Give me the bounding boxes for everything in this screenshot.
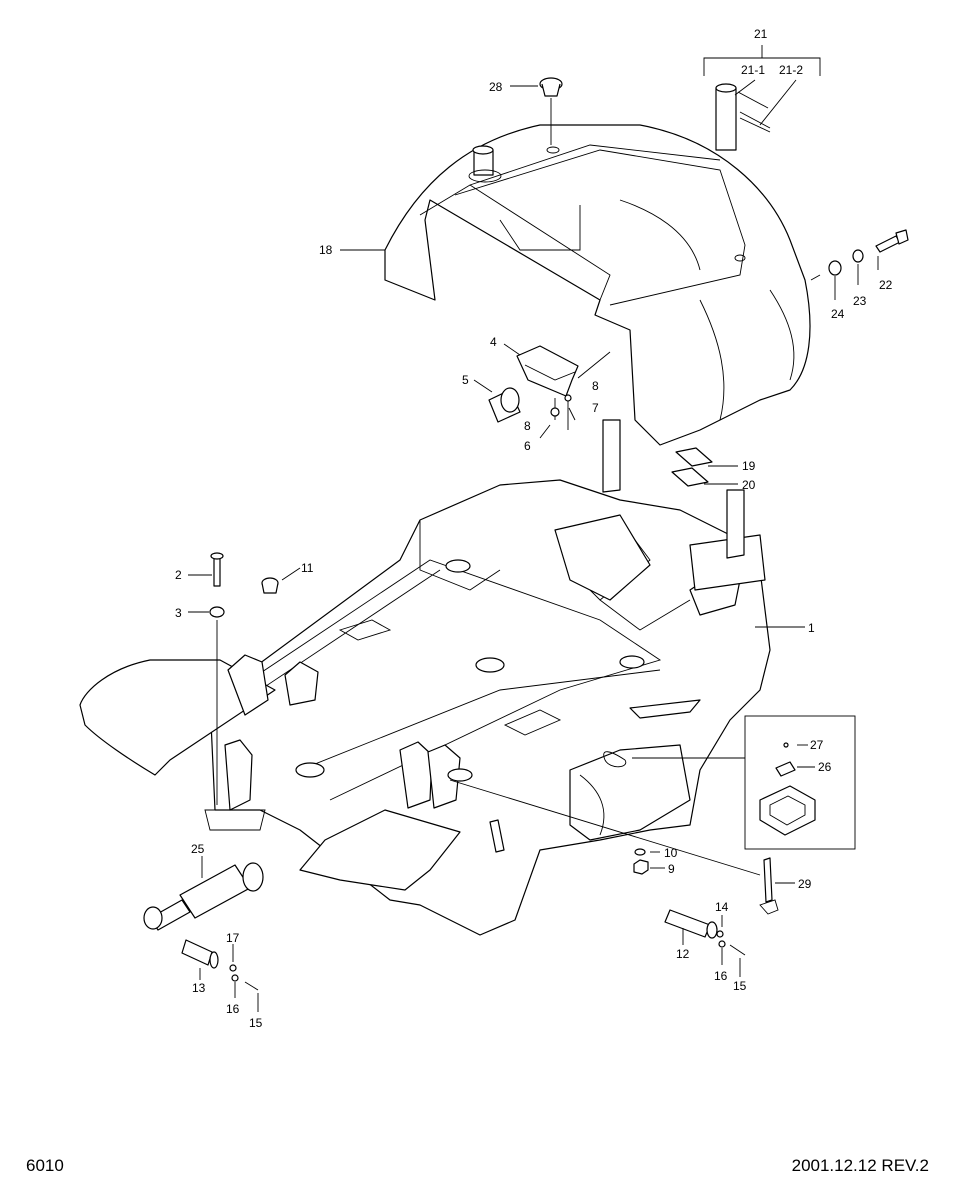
callout-17: 17 <box>226 931 240 945</box>
nut-washer <box>633 848 649 875</box>
revision-date: 2001.12.12 REV.2 <box>791 1156 929 1175</box>
callout-29: 29 <box>798 877 812 891</box>
callout-22: 22 <box>879 278 893 292</box>
callout-26: 26 <box>818 760 832 774</box>
counterweight <box>384 124 811 446</box>
bolt-washers <box>828 229 909 276</box>
plug-top <box>539 77 563 97</box>
frame-hardware <box>209 552 279 618</box>
cylinder-assembly <box>143 862 264 991</box>
callout-27: 27 <box>810 738 824 752</box>
callout-4: 4 <box>490 335 497 349</box>
callout-1: 1 <box>808 621 815 635</box>
leader-lines <box>188 45 879 1012</box>
callout-10: 10 <box>664 846 678 860</box>
callout-12: 12 <box>676 947 690 961</box>
right-pin <box>664 909 746 956</box>
callout-20: 20 <box>742 478 756 492</box>
pin-assembly <box>715 83 771 151</box>
bracket-and-bushing <box>488 345 579 430</box>
callout-16-b: 16 <box>714 969 728 983</box>
callout-9: 9 <box>668 862 675 876</box>
callout-25: 25 <box>191 842 205 856</box>
rod-29 <box>759 857 779 915</box>
detail-box <box>744 715 856 850</box>
callout-14: 14 <box>715 900 729 914</box>
callout-21: 21 <box>754 27 768 41</box>
callout-8-a: 8 <box>592 379 599 393</box>
callout-7: 7 <box>592 401 599 415</box>
callout-5: 5 <box>462 373 469 387</box>
callout-labels: 21 21-1 21-2 28 18 22 23 24 4 5 8 7 8 6 … <box>175 27 893 1030</box>
callout-13: 13 <box>192 981 206 995</box>
callout-15-b: 15 <box>733 979 747 993</box>
callout-18: 18 <box>319 243 333 257</box>
callout-15-a: 15 <box>249 1016 263 1030</box>
callout-11: 11 <box>301 561 314 575</box>
shim-plates <box>671 447 713 487</box>
callout-3: 3 <box>175 606 182 620</box>
callout-19: 19 <box>742 459 756 473</box>
callout-28: 28 <box>489 80 503 94</box>
main-frame <box>79 419 771 936</box>
callout-23: 23 <box>853 294 867 308</box>
sheet-number: 6010 <box>26 1156 64 1175</box>
callout-21-1: 21-1 <box>741 63 765 77</box>
callout-24: 24 <box>831 307 845 321</box>
callout-21-2: 21-2 <box>779 63 803 77</box>
callout-6: 6 <box>524 439 531 453</box>
callout-8-b: 8 <box>524 419 531 433</box>
callout-2: 2 <box>175 568 182 582</box>
callout-16-a: 16 <box>226 1002 240 1016</box>
